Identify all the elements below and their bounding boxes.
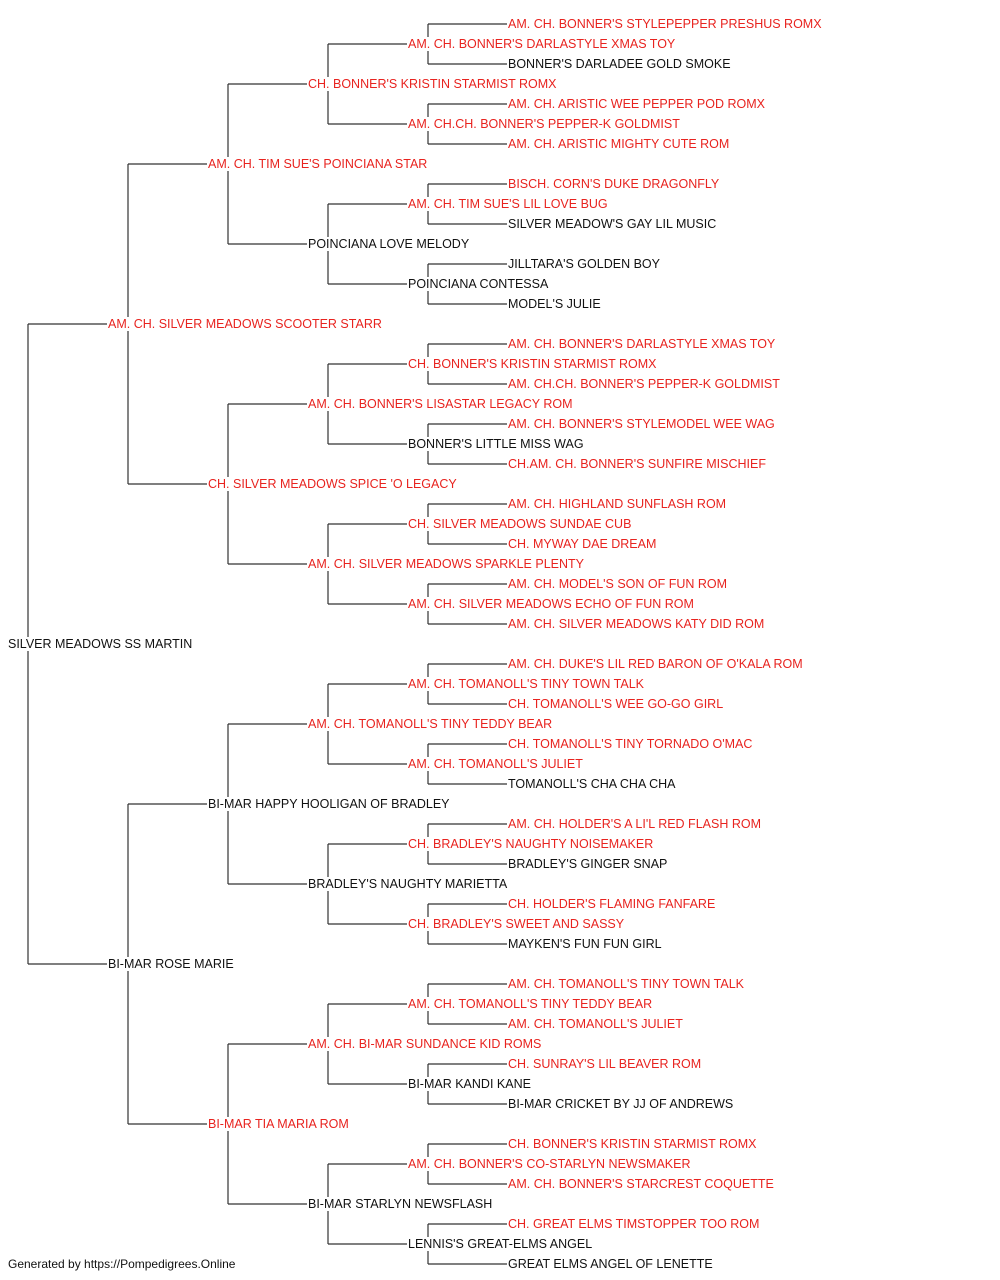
ancestor-name: AM. CH. TOMANOLL'S JULIET (407, 757, 584, 771)
ancestor-name: AM. CH. TOMANOLL'S TINY TEDDY BEAR (407, 997, 654, 1011)
ancestor-name: TOMANOLL'S CHA CHA CHA (507, 777, 677, 791)
ancestor-name: AM. CH.CH. BONNER'S PEPPER-K GOLDMIST (507, 377, 781, 391)
ancestor-name: MODEL'S JULIE (507, 297, 602, 311)
ancestor-name: CH. BONNER'S KRISTIN STARMIST ROMX (407, 357, 658, 371)
ancestor-name: CH. BONNER'S KRISTIN STARMIST ROMX (307, 77, 558, 91)
ancestor-name: CH. SILVER MEADOWS SPICE 'O LEGACY (207, 477, 458, 491)
ancestor-name: AM. CH. TIM SUE'S LIL LOVE BUG (407, 197, 609, 211)
ancestor-name: CH. SUNRAY'S LIL BEAVER ROM (507, 1057, 703, 1071)
ancestor-name: AM. CH. ARISTIC MIGHTY CUTE ROM (507, 137, 731, 151)
ancestor-name: AM. CH. BONNER'S STARCREST COQUETTE (507, 1177, 775, 1191)
ancestor-name: POINCIANA CONTESSA (407, 277, 550, 291)
ancestor-name: AM. CH. TOMANOLL'S TINY TEDDY BEAR (307, 717, 554, 731)
ancestor-name: BI-MAR KANDI KANE (407, 1077, 532, 1091)
ancestor-name: AM. CH. BONNER'S DARLASTYLE XMAS TOY (407, 37, 677, 51)
ancestor-name: AM. CH. SILVER MEADOWS KATY DID ROM (507, 617, 766, 631)
ancestor-name: AM. CH. ARISTIC WEE PEPPER POD ROMX (507, 97, 766, 111)
ancestor-name: CH.AM. CH. BONNER'S SUNFIRE MISCHIEF (507, 457, 767, 471)
ancestor-name: AM. CH. BONNER'S CO-STARLYN NEWSMAKER (407, 1157, 692, 1171)
ancestor-name: AM. CH. TIM SUE'S POINCIANA STAR (207, 157, 429, 171)
ancestor-name: CH. TOMANOLL'S WEE GO-GO GIRL (507, 697, 725, 711)
ancestor-name: BRADLEY'S NAUGHTY MARIETTA (307, 877, 509, 891)
ancestor-name: AM. CH. TOMANOLL'S JULIET (507, 1017, 684, 1031)
ancestor-name: GREAT ELMS ANGEL OF LENETTE (507, 1257, 714, 1271)
ancestor-name: SILVER MEADOW'S GAY LIL MUSIC (507, 217, 718, 231)
ancestor-name: AM. CH. TOMANOLL'S TINY TOWN TALK (507, 977, 746, 991)
ancestor-name: AM. CH. BONNER'S STYLEMODEL WEE WAG (507, 417, 776, 431)
ancestor-name: AM. CH. BONNER'S STYLEPEPPER PRESHUS ROM… (507, 17, 823, 31)
ancestor-name: CH. MYWAY DAE DREAM (507, 537, 658, 551)
ancestor-name: AM. CH. BONNER'S DARLASTYLE XMAS TOY (507, 337, 777, 351)
ancestor-name: LENNIS'S GREAT-ELMS ANGEL (407, 1237, 594, 1251)
ancestor-name: AM. CH. MODEL'S SON OF FUN ROM (507, 577, 729, 591)
ancestor-name: CH. GREAT ELMS TIMSTOPPER TOO ROM (507, 1217, 761, 1231)
ancestor-name: AM. CH. SILVER MEADOWS SCOOTER STARR (107, 317, 383, 331)
ancestor-name: JILLTARA'S GOLDEN BOY (507, 257, 661, 271)
generated-by-footer: Generated by https://Pompedigrees.Online (8, 1257, 236, 1271)
ancestor-name: AM. CH. HIGHLAND SUNFLASH ROM (507, 497, 728, 511)
ancestor-name: AM. CH.CH. BONNER'S PEPPER-K GOLDMIST (407, 117, 681, 131)
ancestor-name: BONNER'S DARLADEE GOLD SMOKE (507, 57, 732, 71)
ancestor-name: BONNER'S LITTLE MISS WAG (407, 437, 585, 451)
ancestor-name: AM. CH. DUKE'S LIL RED BARON OF O'KALA R… (507, 657, 804, 671)
ancestor-name: BI-MAR HAPPY HOOLIGAN OF BRADLEY (207, 797, 451, 811)
ancestor-name: CH. BONNER'S KRISTIN STARMIST ROMX (507, 1137, 758, 1151)
ancestor-name: AM. CH. SILVER MEADOWS ECHO OF FUN ROM (407, 597, 695, 611)
ancestor-name: BI-MAR CRICKET BY JJ OF ANDREWS (507, 1097, 735, 1111)
ancestor-name: BI-MAR ROSE MARIE (107, 957, 235, 971)
ancestor-name: AM. CH. HOLDER'S A LI'L RED FLASH ROM (507, 817, 762, 831)
ancestor-name: CH. HOLDER'S FLAMING FANFARE (507, 897, 717, 911)
ancestor-name: MAYKEN'S FUN FUN GIRL (507, 937, 663, 951)
ancestor-name: BI-MAR TIA MARIA ROM (207, 1117, 350, 1131)
ancestor-name: BISCH. CORN'S DUKE DRAGONFLY (507, 177, 721, 191)
ancestor-name: AM. CH. BONNER'S LISASTAR LEGACY ROM (307, 397, 574, 411)
ancestor-name: CH. SILVER MEADOWS SUNDAE CUB (407, 517, 633, 531)
ancestor-name: CH. BRADLEY'S NAUGHTY NOISEMAKER (407, 837, 655, 851)
ancestor-name: POINCIANA LOVE MELODY (307, 237, 471, 251)
ancestor-name: CH. BRADLEY'S SWEET AND SASSY (407, 917, 626, 931)
ancestor-name: CH. TOMANOLL'S TINY TORNADO O'MAC (507, 737, 754, 751)
ancestor-name: AM. CH. TOMANOLL'S TINY TOWN TALK (407, 677, 646, 691)
ancestor-name: BI-MAR STARLYN NEWSFLASH (307, 1197, 494, 1211)
ancestor-name: AM. CH. SILVER MEADOWS SPARKLE PLENTY (307, 557, 585, 571)
ancestor-name: AM. CH. BI-MAR SUNDANCE KID ROMS (307, 1037, 543, 1051)
subject-dog-name: SILVER MEADOWS SS MARTIN (7, 637, 194, 651)
ancestor-name: BRADLEY'S GINGER SNAP (507, 857, 669, 871)
